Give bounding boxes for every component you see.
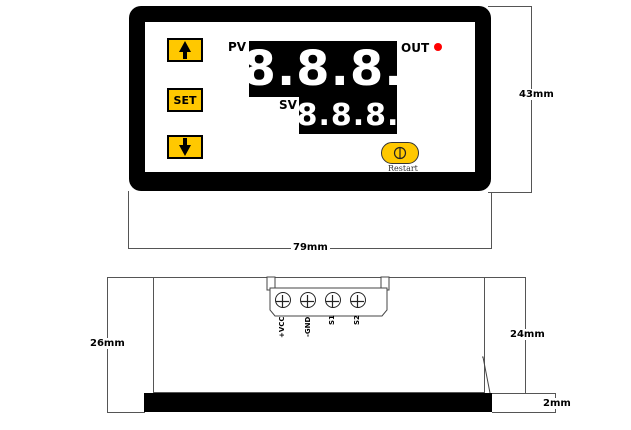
up-button[interactable] bbox=[167, 38, 203, 62]
terminal-screw-3-icon bbox=[325, 292, 341, 308]
terminal-label-s2: S2 bbox=[353, 315, 361, 325]
down-button[interactable] bbox=[167, 135, 203, 159]
sv-label: SV bbox=[279, 98, 297, 112]
dim-body-depth-label: 24mm bbox=[508, 329, 547, 340]
dim-height-label: 43mm bbox=[517, 89, 556, 100]
dim-width-label: 79mm bbox=[291, 242, 330, 253]
set-button[interactable]: SET bbox=[167, 88, 203, 112]
pv-display: 8.8.8. bbox=[242, 41, 404, 97]
dim-24-top-ext bbox=[484, 277, 526, 278]
terminal-label-gnd: -GND bbox=[304, 316, 312, 337]
dim-26-bottom-ext bbox=[107, 412, 145, 413]
dim-total-depth-label: 26mm bbox=[88, 338, 127, 349]
terminal-screw-2-icon bbox=[300, 292, 316, 308]
terminal-screw-1-icon bbox=[275, 292, 291, 308]
dim-79-left-ext bbox=[128, 191, 129, 249]
dim-flange-label: 2mm bbox=[541, 398, 573, 409]
terminal-label-s1: S1 bbox=[328, 315, 336, 325]
restart-label: Restart bbox=[388, 164, 418, 173]
terminal-label-vcc: +VCC bbox=[278, 316, 286, 338]
sv-display: 8.8.8. bbox=[296, 97, 400, 134]
pv-label: PV bbox=[228, 40, 247, 54]
set-button-label: SET bbox=[173, 93, 197, 107]
power-icon bbox=[393, 146, 407, 160]
side-clip bbox=[482, 356, 491, 394]
dim-2-bottom-ext bbox=[492, 412, 556, 413]
dim-79-right-ext bbox=[491, 193, 492, 249]
arrow-down-icon bbox=[179, 138, 191, 156]
side-flange bbox=[144, 393, 492, 412]
terminal-screw-4-icon bbox=[350, 292, 366, 308]
dim-2-top-ext bbox=[492, 393, 556, 394]
out-label: OUT bbox=[401, 41, 430, 55]
restart-button[interactable] bbox=[381, 142, 419, 164]
out-led-indicator bbox=[434, 43, 442, 51]
arrow-up-icon bbox=[179, 41, 191, 59]
dim-43-top-ext bbox=[488, 6, 532, 7]
dim-26-top-ext bbox=[107, 277, 154, 278]
dim-43-bottom-ext bbox=[488, 192, 532, 193]
